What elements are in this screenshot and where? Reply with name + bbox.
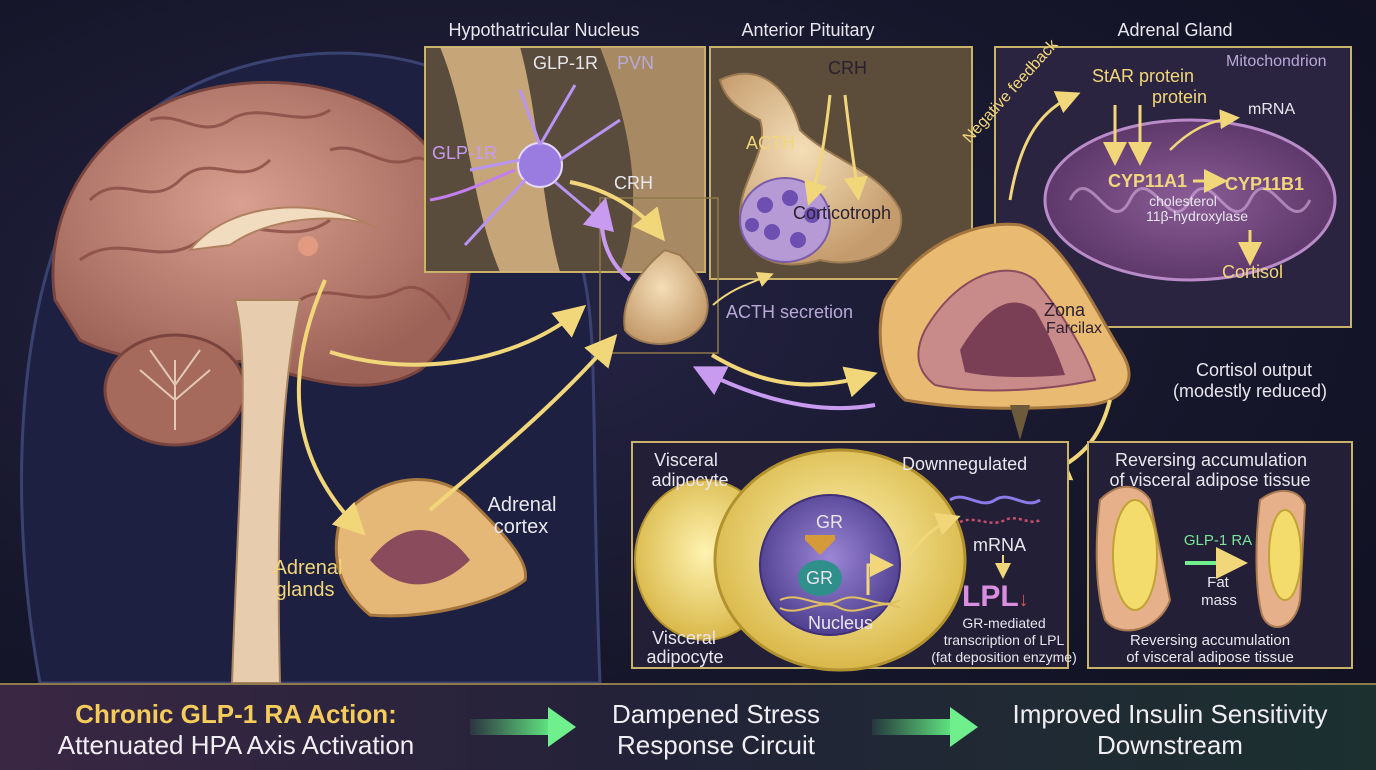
mitochondrion-label: Mitochondrion <box>1226 53 1327 70</box>
summary-step-2-line2: Response Circuit <box>617 730 815 761</box>
pituitary-small <box>623 248 709 345</box>
lpl-text: LPL <box>962 580 1019 613</box>
crh-label-pituitary: CRH <box>828 58 867 78</box>
summary-step-3-line2: Downstream <box>1097 730 1243 761</box>
fat-bottom-label-2: of visceral adipose tissue <box>1126 649 1294 666</box>
acth-label: ACTH <box>746 133 795 153</box>
star-protein-label-2: protein <box>1152 87 1208 107</box>
arrow-right-icon <box>548 707 576 747</box>
adrenal-cortex-label-2: cortex <box>493 516 549 538</box>
zona-label-2: Farcilax <box>1046 320 1103 337</box>
fat-mass-label-2: mass <box>1201 592 1237 609</box>
pituitary-zoom-frame <box>599 197 719 354</box>
illustration-layer <box>20 46 1353 683</box>
summary-step-3-line1: Improved Insulin Sensitivity <box>1012 699 1328 729</box>
cyp11a1-label: CYP11A1 <box>1108 171 1188 191</box>
arrow-1-shaft <box>470 719 548 735</box>
transcription-label-2: transcription of LPL <box>943 632 1065 648</box>
gr-label-bottom: GR <box>806 568 833 588</box>
zona-label: Zona <box>1044 300 1086 320</box>
cholesterol-label: cholesterol <box>1149 193 1217 209</box>
fat-mass-label: Fat <box>1207 574 1229 591</box>
cyp11b1-label: CYP11B1 <box>1225 174 1305 194</box>
summary-step-3: Improved Insulin Sensitivity Downstream <box>1012 699 1327 761</box>
summary-step-1-title: Chronic GLP-1 RA Action: <box>75 699 397 729</box>
mrna-label-adrenal: mRNA <box>1248 101 1296 118</box>
visceral-adipocyte-top-2: adipocyte <box>651 470 729 490</box>
pvn-label: PVN <box>617 53 655 73</box>
transcription-label: GR-mediated <box>962 615 1046 631</box>
cortisol-label: Cortisol <box>1222 262 1284 282</box>
fat-bottom-label: Reversing accumulation <box>1129 632 1291 649</box>
arbor-vitae <box>139 349 211 430</box>
crh-label-hypothalamus: CRH <box>614 173 653 193</box>
neuron-icon <box>429 84 621 247</box>
pituitary-title: Anterior Pituitary <box>741 20 875 40</box>
summary-step-2-line1: Dampened Stress <box>611 699 821 729</box>
adrenal-cortex-label: Adrenal <box>487 494 557 516</box>
arrow-right-icon <box>950 707 978 747</box>
fat-title: Reversing accumulation <box>1114 450 1308 470</box>
cortisol-output-label: Cortisol output <box>1195 360 1313 380</box>
adrenal-glands-label-2: glands <box>275 579 335 601</box>
lpl-label: LPL↓ <box>962 580 1029 615</box>
summary-step-1-subtitle: Attenuated HPA Axis Activation <box>57 730 415 761</box>
glp1ra-label: GLP-1 RA <box>1183 532 1253 549</box>
summary-step-2: Dampened Stress Response Circuit <box>612 699 820 761</box>
hypothalamus-title: Hypothatricular Nucleus <box>448 20 640 40</box>
adrenal-medulla-small <box>370 530 470 585</box>
glp1r-label-top: GLP-1R <box>533 53 599 73</box>
acth-secretion-label: ACTH secretion <box>726 302 854 322</box>
arrow-2-shaft <box>872 719 950 735</box>
down-arrow-icon: ↓ <box>1018 589 1029 611</box>
star-protein-label: StAR protein <box>1092 66 1195 86</box>
gr-label-top: GR <box>816 512 843 532</box>
downregulated-label: Downnegulated <box>902 454 1028 474</box>
adrenal-title: Adrenal Gland <box>1117 20 1233 40</box>
hydroxylase-label: 11β-hydroxylase <box>1146 208 1248 224</box>
mrna-label-adipocyte: mRNA <box>973 535 1026 555</box>
visceral-adipocyte-bottom-2: adipocyte <box>646 647 724 667</box>
brainstem <box>230 299 302 683</box>
adrenal-glands-label: Adrenal <box>273 557 343 579</box>
visceral-adipocyte-bottom: Visceral <box>652 628 716 648</box>
fat-title-2: of visceral adipose tissue <box>1109 470 1311 490</box>
corticotroph-label: Corticotroph <box>793 203 892 223</box>
nucleus-label: Nucleus <box>808 613 874 633</box>
cortisol-output-label-2: (modestly reduced) <box>1172 381 1328 401</box>
visceral-adipocyte-top: Visceral <box>654 450 718 470</box>
transcription-label-3: (fat deposition enzyme) <box>931 649 1077 665</box>
corpus-callosum <box>187 206 381 252</box>
summary-band: Chronic GLP-1 RA Action: Attenuated HPA … <box>0 683 1376 770</box>
summary-step-1: Chronic GLP-1 RA Action: Attenuated HPA … <box>58 699 415 761</box>
hypothalamus-marker <box>298 236 318 256</box>
glp1r-label-left: GLP-1R <box>432 143 498 163</box>
